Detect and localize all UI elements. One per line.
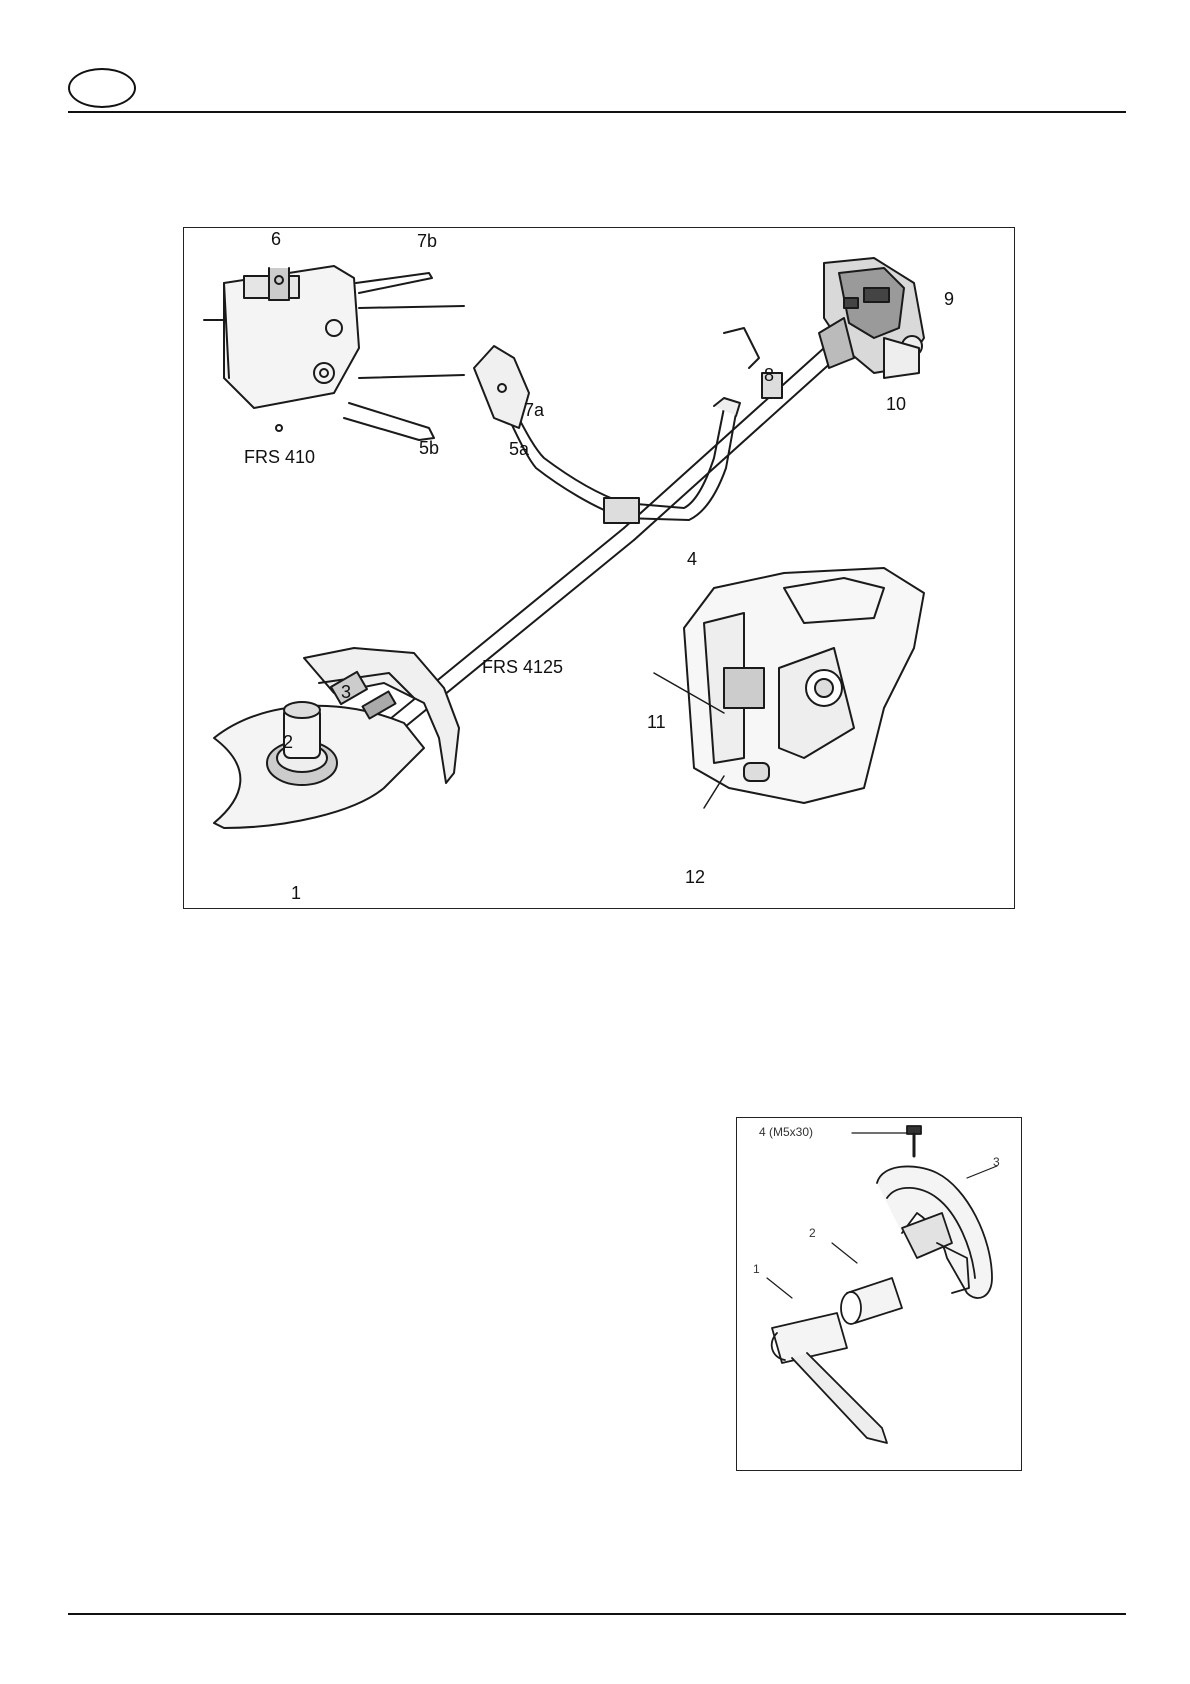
label-8: 8 [764,366,774,384]
brush-cutter-illustration [184,228,1016,910]
cutting-head [214,648,459,828]
handle-assembly-illustration [737,1118,1023,1472]
label-12: 12 [685,868,705,886]
header-rule [68,111,1126,113]
model-label-inset: FRS 410 [244,448,315,466]
label-fig2-2: 2 [809,1227,816,1239]
label-1: 1 [291,884,301,902]
footer-rule [68,1613,1126,1615]
throttle-handle-inset [204,266,464,440]
label-fig2-3: 3 [993,1156,1000,1168]
carburettor-inset [684,568,924,803]
figure-brush-cutter-overview: 6 7b 5b FRS 410 7a 5a 8 9 10 4 FRS 4125 … [183,227,1015,909]
label-3: 3 [341,683,351,701]
label-2: 2 [283,733,293,751]
label-6: 6 [271,230,281,248]
label-4: 4 [687,550,697,568]
label-7b: 7b [417,232,437,250]
label-fig2-1: 1 [753,1263,760,1275]
label-fig2-4: 4 (M5x30) [759,1126,813,1138]
label-5a: 5a [509,440,529,458]
label-7a: 7a [524,401,544,419]
label-5b: 5b [419,439,439,457]
label-9: 9 [944,290,954,308]
leader-12 [704,776,724,808]
label-11: 11 [647,713,666,731]
figure-handle-assembly: 4 (M5x30) 3 2 1 [736,1117,1022,1471]
model-label-main: FRS 4125 [482,658,563,676]
engine-block [819,258,924,378]
language-badge [68,68,136,108]
label-10: 10 [886,395,906,413]
